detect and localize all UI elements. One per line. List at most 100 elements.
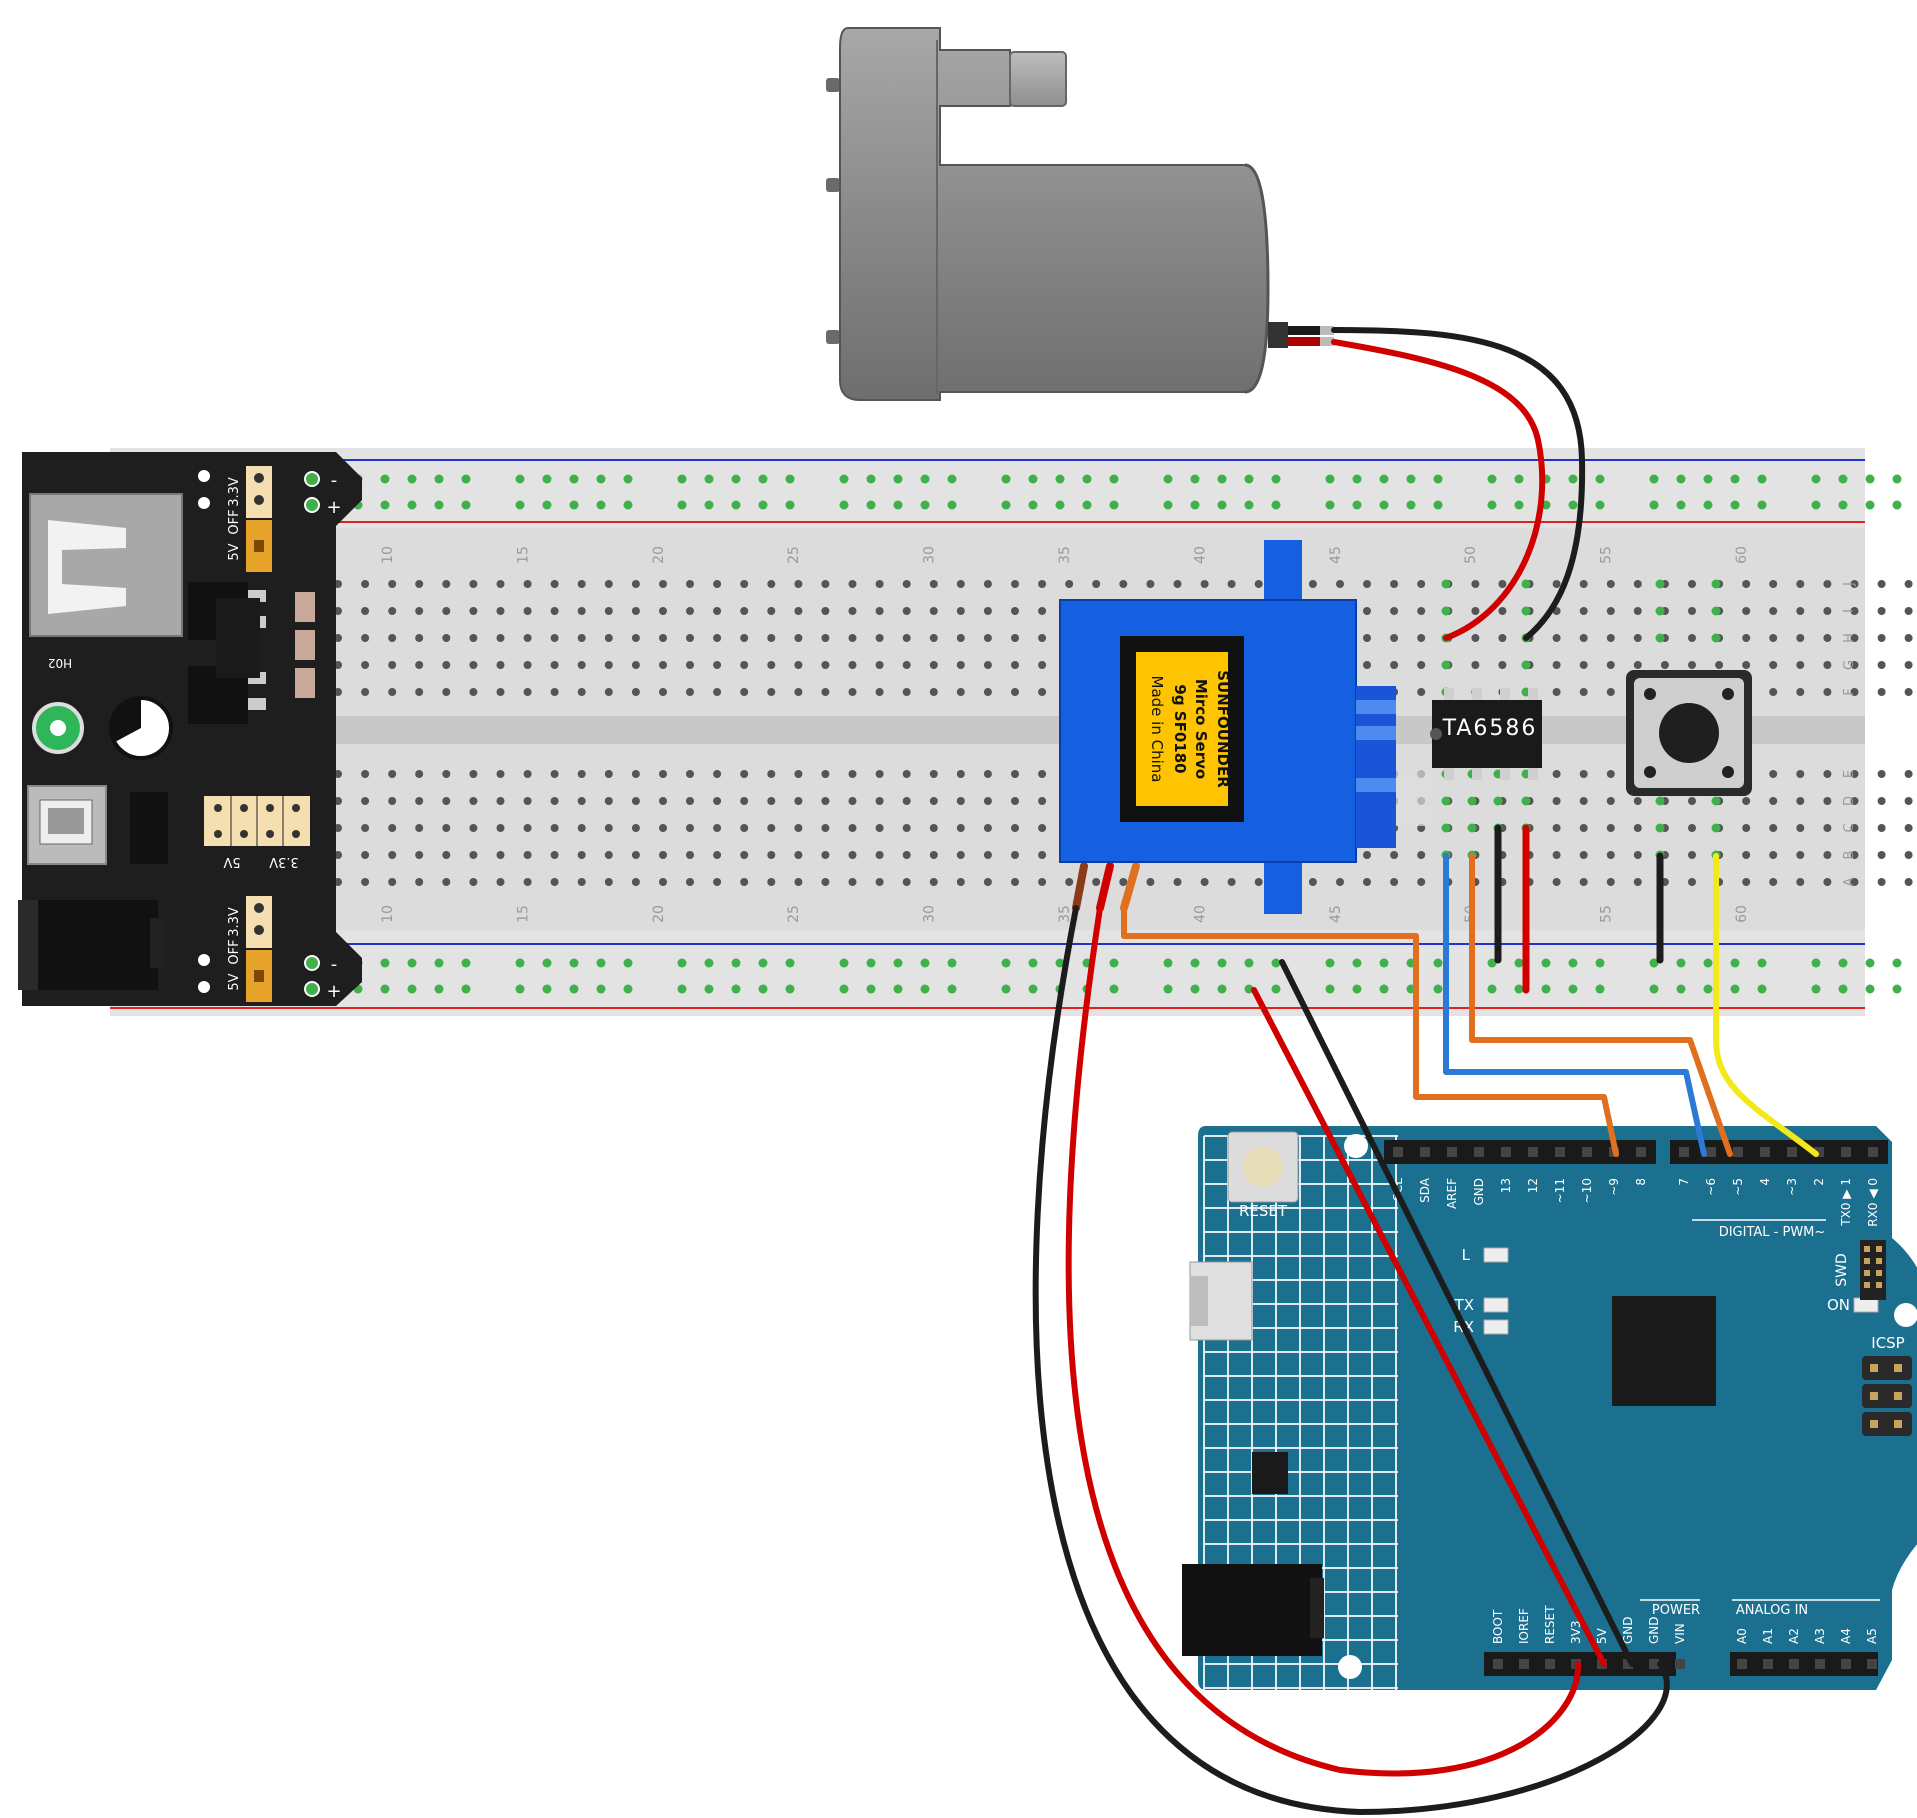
digital-pin[interactable] <box>1636 1147 1646 1157</box>
rail-hole <box>596 984 606 994</box>
rail-hole <box>893 474 903 484</box>
breadboard-hole <box>1660 661 1669 669</box>
rail-hole <box>677 474 687 484</box>
digital-pin[interactable] <box>1501 1147 1511 1157</box>
column-number: 20 <box>651 905 667 923</box>
analog-pin[interactable] <box>1789 1659 1799 1669</box>
digital-pin-label: ~5 <box>1731 1178 1745 1196</box>
digital-pin-label: ~11 <box>1553 1178 1567 1203</box>
rail-hole <box>704 500 714 510</box>
digital-pin[interactable] <box>1814 1147 1824 1157</box>
power-pin[interactable] <box>1675 1659 1685 1669</box>
power-pin-label: IOREF <box>1517 1608 1531 1644</box>
power-pin[interactable] <box>1519 1659 1529 1669</box>
breadboard-hole <box>983 797 992 805</box>
breadboard-hole <box>1038 797 1047 805</box>
breadboard-hole <box>604 878 613 886</box>
digital-pin[interactable] <box>1447 1147 1457 1157</box>
breadboard-hole <box>1579 770 1588 778</box>
analog-pin[interactable] <box>1737 1659 1747 1669</box>
push-button[interactable] <box>1626 670 1752 796</box>
reset-button[interactable] <box>1227 1131 1299 1203</box>
rail-hole <box>1514 500 1524 510</box>
breadboard-hole <box>1579 634 1588 642</box>
analog-pin-label: A5 <box>1865 1628 1879 1644</box>
column-number: 50 <box>1463 546 1479 564</box>
digital-pin-label: TX0 ▶ 1 <box>1839 1178 1853 1227</box>
rail-hole <box>1163 474 1173 484</box>
power-pin[interactable] <box>1623 1659 1633 1669</box>
breadboard-hole <box>1200 878 1209 886</box>
breadboard-hole <box>1742 851 1751 859</box>
digital-pin[interactable] <box>1474 1147 1484 1157</box>
servo-part: 9g SF0180 <box>1171 684 1189 773</box>
breadboard-hole <box>740 797 749 805</box>
digital-pin[interactable] <box>1868 1147 1878 1157</box>
breadboard-hole <box>361 851 370 859</box>
digital-pin-label: ~9 <box>1607 1178 1621 1196</box>
analog-pin[interactable] <box>1867 1659 1877 1669</box>
power-pins <box>1493 1659 1877 1669</box>
digital-pin[interactable] <box>1528 1147 1538 1157</box>
analog-pin[interactable] <box>1841 1659 1851 1669</box>
breadboard-hole <box>1038 580 1047 588</box>
analog-pin[interactable] <box>1815 1659 1825 1669</box>
rail-hole <box>1649 984 1659 994</box>
breadboard-hole <box>1254 878 1263 886</box>
power-pin[interactable] <box>1545 1659 1555 1669</box>
breadboard-hole <box>875 824 884 832</box>
on-label: ON <box>1827 1296 1850 1314</box>
rail-hole <box>380 958 390 968</box>
breadboard-hole <box>794 661 803 669</box>
digital-pin[interactable] <box>1679 1147 1689 1157</box>
breadboard-hole <box>1227 878 1236 886</box>
breadboard-holes <box>334 474 1913 994</box>
breadboard-hole <box>469 797 478 805</box>
rail-hole <box>542 474 552 484</box>
rail-hole <box>1190 474 1200 484</box>
breadboard-hole <box>1633 824 1642 832</box>
breadboard-hole <box>631 580 640 588</box>
breadboard-hole <box>442 770 451 778</box>
breadboard-hole-active <box>1467 823 1477 833</box>
power-pin[interactable] <box>1493 1659 1503 1669</box>
digital-pin[interactable] <box>1787 1147 1797 1157</box>
digital-pin[interactable] <box>1706 1147 1716 1157</box>
breadboard-hole <box>983 634 992 642</box>
breadboard-hole <box>1092 878 1101 886</box>
breadboard-hole <box>1390 580 1399 588</box>
breadboard-hole <box>1417 580 1426 588</box>
breadboard-hole <box>1038 770 1047 778</box>
rail-hole <box>1244 984 1254 994</box>
rail-hole <box>1190 984 1200 994</box>
breadboard-hole <box>1552 688 1561 696</box>
breadboard-hole <box>740 634 749 642</box>
breadboard-hole <box>794 580 803 588</box>
breadboard-hole <box>713 688 722 696</box>
rail-hole <box>1514 474 1524 484</box>
breadboard-hole <box>767 607 776 615</box>
digital-pin[interactable] <box>1420 1147 1430 1157</box>
breadboard-hole <box>821 688 830 696</box>
breadboard-hole <box>1363 634 1371 642</box>
digital-pin[interactable] <box>1841 1147 1851 1157</box>
breadboard-hole <box>740 580 749 588</box>
breadboard-hole-active <box>1711 796 1721 806</box>
power-pin[interactable] <box>1649 1659 1659 1669</box>
breadboard-hole <box>1688 580 1696 588</box>
digital-pin[interactable] <box>1555 1147 1565 1157</box>
digital-pin-label: 12 <box>1526 1178 1540 1193</box>
digital-pin[interactable] <box>1582 1147 1592 1157</box>
digital-pin[interactable] <box>1733 1147 1743 1157</box>
digital-pin[interactable] <box>1393 1147 1403 1157</box>
rail-hole <box>1217 984 1227 994</box>
breadboard-hole <box>1363 661 1371 669</box>
breadboard-hole <box>1390 607 1399 615</box>
breadboard-hole <box>442 851 451 859</box>
analog-pin[interactable] <box>1763 1659 1773 1669</box>
breadboard-hole <box>1336 878 1344 886</box>
breadboard-hole <box>1065 580 1074 588</box>
digital-pin[interactable] <box>1760 1147 1770 1157</box>
rail-hole <box>1352 958 1362 968</box>
rail-hole <box>407 958 417 968</box>
